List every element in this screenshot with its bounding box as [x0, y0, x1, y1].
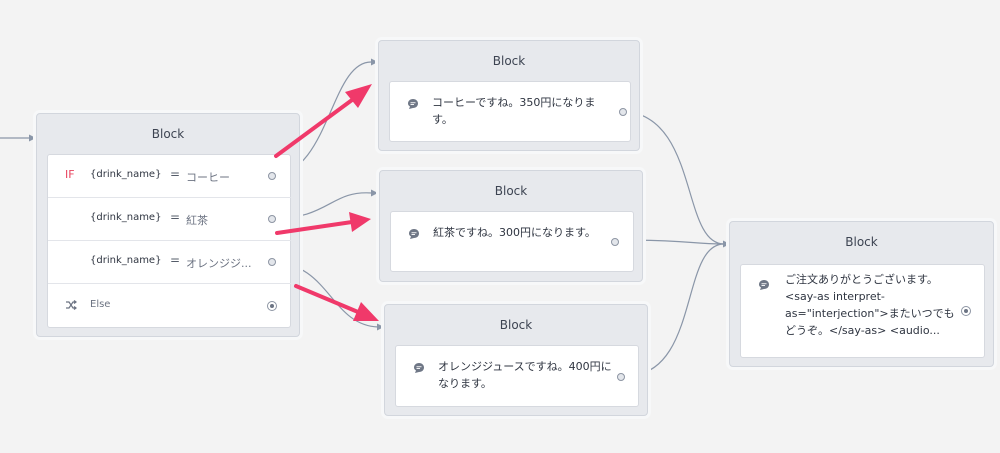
if-label: IF [65, 168, 75, 181]
condition-value: 紅茶 [186, 214, 208, 227]
condition-card[interactable]: IF {drink_name} = コーヒー {drink_name} = 紅茶… [47, 154, 291, 328]
equals-operator: = [170, 210, 181, 224]
tea-response-block[interactable]: Block 紅茶ですね。300円になります。 [379, 170, 643, 282]
message-text: オレンジジュースですね。400円になります。 [438, 360, 612, 390]
output-port[interactable] [619, 108, 627, 116]
chat-bubble-icon [409, 229, 419, 239]
condition-row-coffee[interactable]: IF {drink_name} = コーヒー [48, 155, 291, 198]
message-card[interactable]: 紅茶ですね。300円になります。 [390, 211, 634, 272]
output-port[interactable] [268, 215, 276, 223]
condition-variable: {drink_name} [90, 212, 162, 223]
message-text: 紅茶ですね。300円になります。 [433, 226, 596, 239]
output-port[interactable] [268, 258, 276, 266]
equals-operator: = [170, 253, 181, 267]
coffee-response-block[interactable]: Block コーヒーですね。350円になります。 [378, 40, 640, 151]
else-output-port[interactable] [267, 301, 277, 311]
message-text: コーヒーですね。350円になります。 [432, 96, 596, 126]
condition-row-tea[interactable]: {drink_name} = 紅茶 [48, 198, 291, 241]
condition-variable: {drink_name} [90, 169, 162, 180]
end-port[interactable] [961, 306, 971, 316]
message-card[interactable]: ご注文ありがとうございます。<say-as interpret-as="inte… [740, 264, 985, 358]
block-title: Block [845, 235, 878, 249]
output-port[interactable] [611, 238, 619, 246]
block-title: Block [492, 54, 526, 68]
message-card[interactable]: オレンジジュースですね。400円になります。 [395, 345, 639, 407]
block-title: Block [494, 184, 528, 198]
shuffle-icon [66, 300, 77, 310]
message-text: ご注文ありがとうございます。<say-as interpret-as="inte… [785, 273, 955, 337]
condition-block[interactable]: Block IF {drink_name} = コーヒー {drink_name… [36, 113, 300, 337]
condition-value: オレンジジ... [186, 257, 252, 270]
else-label: Else [90, 299, 111, 310]
equals-operator: = [170, 167, 181, 181]
block-title: Block [499, 318, 533, 332]
condition-row-orange[interactable]: {drink_name} = オレンジジ... [48, 241, 291, 284]
chat-bubble-icon [759, 280, 769, 290]
condition-row-else[interactable]: Else [48, 284, 291, 327]
condition-value: コーヒー [186, 171, 230, 184]
output-port[interactable] [268, 172, 276, 180]
block-title: Block [151, 127, 185, 141]
message-card[interactable]: コーヒーですね。350円になります。 [389, 81, 631, 142]
orange-response-block[interactable]: Block オレンジジュースですね。400円になります。 [384, 304, 648, 416]
chat-bubble-icon [408, 99, 418, 109]
output-port[interactable] [617, 373, 625, 381]
condition-variable: {drink_name} [90, 255, 162, 266]
chat-bubble-icon [414, 363, 424, 373]
final-response-block[interactable]: Block ご注文ありがとうございます。<say-as interpret-as… [729, 221, 994, 367]
